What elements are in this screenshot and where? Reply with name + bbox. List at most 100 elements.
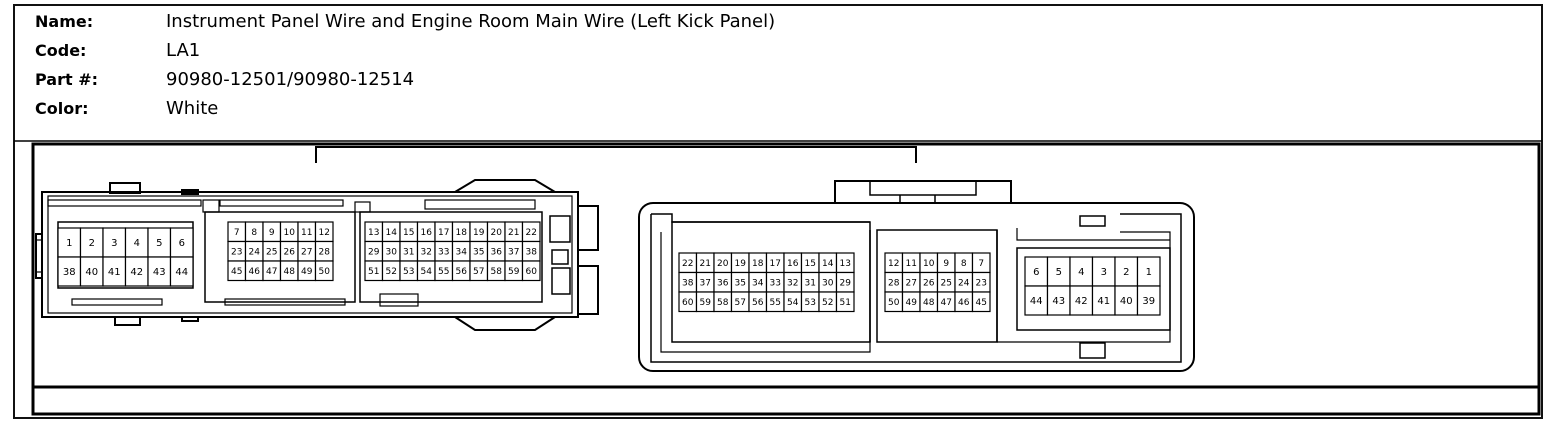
left-block-c-pin-label: 60 — [526, 267, 538, 277]
left-block-a-pin-label: 6 — [179, 238, 185, 249]
right-block-b-pin-label: 9 — [943, 259, 949, 269]
left-block-b-pin-label: 9 — [269, 228, 275, 238]
left-rail-top-c — [424, 199, 536, 210]
left-block-c-pin-label: 57 — [473, 267, 484, 277]
left-right-window-1 — [549, 215, 571, 243]
right-clip-top — [1079, 215, 1106, 227]
right-block-a-pin-label: 20 — [717, 259, 729, 269]
diagram-box — [31, 142, 1541, 416]
right-block-a-pin-label: 29 — [840, 278, 852, 288]
right-block-a-pin-label: 13 — [840, 259, 851, 269]
left-right-clip-top — [577, 205, 599, 251]
left-block-c-pin-label: 51 — [368, 267, 379, 277]
right-block-b-cell — [971, 291, 991, 313]
left-block-c-pin-label: 54 — [421, 267, 433, 277]
right-block-c-frame — [1016, 247, 1171, 331]
left-block-b-pin-label: 26 — [284, 247, 296, 257]
right-clip-bottom — [1079, 342, 1106, 359]
left-bottom-notch — [181, 316, 199, 322]
left-block-b-frame — [204, 211, 356, 303]
right-block-a-pin-label: 31 — [805, 278, 816, 288]
left-block-b-pin-label: 27 — [301, 247, 312, 257]
right-block-b-pin-label: 27 — [906, 278, 917, 288]
left-rail-top-b — [219, 199, 344, 207]
right-block-b-pin-label: 47 — [941, 298, 952, 308]
left-block-c-pin-label: 17 — [438, 228, 449, 238]
right-connector — [638, 180, 1195, 372]
left-block-a-pin-label: 40 — [85, 267, 98, 278]
left-block-a-pin-label: 1 — [66, 238, 72, 249]
left-block-c-pin-label: 21 — [508, 228, 519, 238]
right-block-c-pin-label: 40 — [1120, 296, 1133, 307]
right-block-b-pin-label: 10 — [923, 259, 935, 269]
left-block-c-pin-label: 53 — [403, 267, 414, 277]
left-block-c-pin-label: 59 — [508, 267, 520, 277]
left-block-c-pin-label: 33 — [438, 247, 449, 257]
right-block-c-pin-label: 42 — [1075, 296, 1088, 307]
left-block-a-pin-label: 5 — [156, 238, 162, 249]
right-block-a-pin-label: 51 — [840, 298, 851, 308]
left-block-c-pin-label: 18 — [456, 228, 468, 238]
left-block-c-pin-label: 29 — [368, 247, 380, 257]
right-block-a-pin-label: 33 — [770, 278, 781, 288]
left-hood — [454, 179, 556, 193]
left-block-a-pin-label: 41 — [108, 267, 121, 278]
left-block-b-cell — [314, 260, 334, 282]
left-block-b-pin-label: 23 — [231, 247, 242, 257]
right-block-a-pin-label: 18 — [752, 259, 764, 269]
right-block-a-pin-label: 58 — [717, 298, 729, 308]
right-block-b-pin-label: 48 — [923, 298, 935, 308]
left-block-b-pin-label: 24 — [249, 247, 261, 257]
left-block-c-pin-label: 14 — [386, 228, 398, 238]
right-block-a-frame — [671, 221, 871, 343]
left-block-b-pin-label: 46 — [249, 267, 261, 277]
right-block-a-pin-label: 16 — [787, 259, 799, 269]
left-block-c-cell — [521, 260, 541, 282]
left-block-c-pin-label: 36 — [491, 247, 503, 257]
right-block-a-pin-label: 37 — [700, 278, 711, 288]
left-block-a-pin-label: 3 — [111, 238, 117, 249]
left-bottom-tab — [114, 316, 141, 326]
right-block-a-pin-label: 30 — [822, 278, 834, 288]
left-block-b-pin-label: 47 — [266, 267, 277, 277]
right-block-a-pin-label: 32 — [787, 278, 798, 288]
left-block-c-pin-label: 52 — [386, 267, 397, 277]
name-label: Name: — [35, 12, 94, 31]
color-value: White — [166, 98, 219, 119]
right-block-a-pin-label: 35 — [735, 278, 746, 288]
left-block-c-pin-label: 32 — [421, 247, 432, 257]
right-block-b-pin-label: 45 — [976, 298, 987, 308]
left-block-c-pin-label: 30 — [386, 247, 398, 257]
right-block-c-pin-label: 4 — [1078, 267, 1084, 278]
left-block-a-pin-label: 42 — [130, 267, 143, 278]
right-block-a-pin-label: 60 — [682, 298, 694, 308]
code-value: LA1 — [166, 40, 201, 61]
left-small-tab — [354, 201, 371, 213]
right-block-b-pin-label: 24 — [958, 278, 970, 288]
right-block-b-pin-label: 26 — [923, 278, 935, 288]
left-hood-bottom — [454, 316, 556, 331]
right-block-a-pin-label: 56 — [752, 298, 764, 308]
left-block-c-pin-label: 58 — [491, 267, 503, 277]
right-block-a-pin-label: 59 — [700, 298, 712, 308]
left-block-a-cell — [169, 256, 194, 287]
right-block-a-pin-label: 15 — [805, 259, 816, 269]
right-block-c-pin-label: 41 — [1097, 296, 1110, 307]
right-block-a-pin-label: 36 — [717, 278, 729, 288]
right-block-a-pin-label: 53 — [805, 298, 816, 308]
right-block-b-pin-label: 8 — [961, 259, 967, 269]
left-rail-bottom-c — [379, 293, 419, 307]
left-side-latch-inner — [35, 239, 43, 273]
left-block-c-pin-label: 35 — [473, 247, 484, 257]
right-block-c-pin-label: 3 — [1101, 267, 1107, 278]
right-block-a-pin-label: 17 — [770, 259, 781, 269]
part-number-value: 90980-12501/90980-12514 — [166, 69, 415, 90]
left-block-a-pin-label: 38 — [63, 267, 76, 278]
right-block-c-pin-label: 1 — [1146, 267, 1152, 278]
right-block-b-pin-label: 25 — [941, 278, 952, 288]
left-rail-top-a — [47, 199, 202, 207]
right-top-tab — [834, 180, 1012, 204]
right-block-b-pin-label: 12 — [888, 259, 899, 269]
left-block-c-pin-label: 22 — [526, 228, 537, 238]
left-block-c-frame — [359, 211, 543, 303]
